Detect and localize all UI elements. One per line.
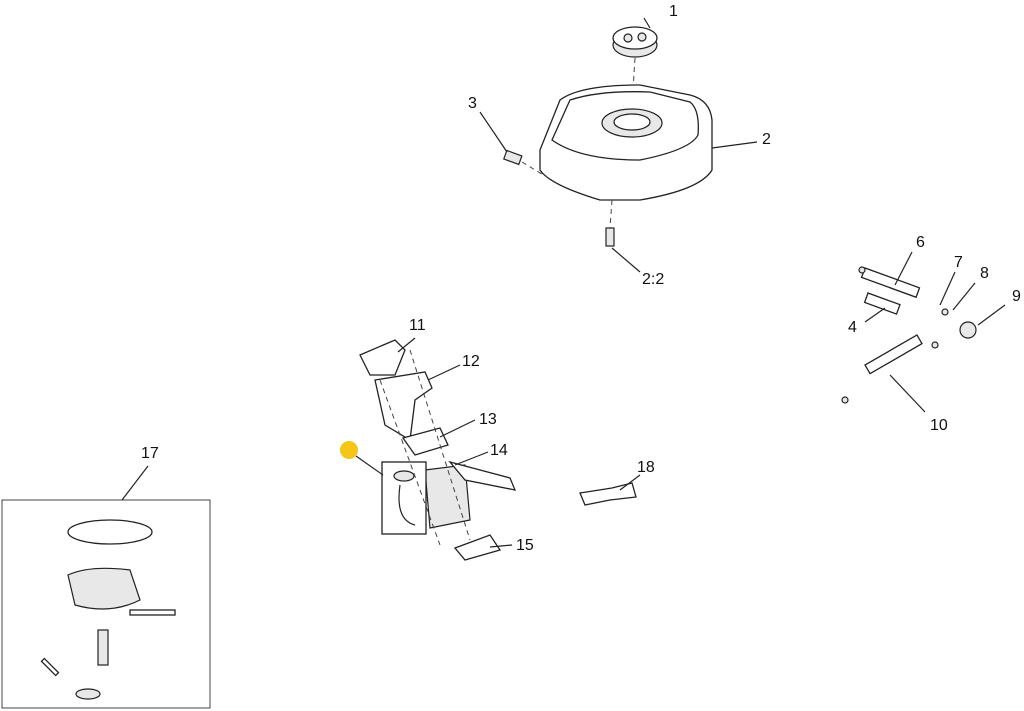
callout-18[interactable]: 18: [637, 459, 655, 476]
carburetor-parts[interactable]: [359, 339, 637, 561]
callout-9[interactable]: 9: [1012, 288, 1021, 305]
callout-8[interactable]: 8: [980, 265, 989, 282]
callout-3[interactable]: 3: [468, 95, 477, 112]
callout-7[interactable]: 7: [954, 254, 963, 271]
callout-1[interactable]: 1: [669, 3, 678, 20]
callout-4[interactable]: 4: [848, 319, 857, 336]
callout-13[interactable]: 13: [479, 411, 497, 428]
fuel-line-parts[interactable]: [841, 266, 977, 404]
screw-part[interactable]: [503, 149, 523, 166]
callout-2[interactable]: 2: [762, 131, 771, 148]
inset-box-17[interactable]: [1, 499, 211, 709]
callout-15[interactable]: 15: [516, 537, 534, 554]
callout-14[interactable]: 14: [490, 442, 508, 459]
callout-17[interactable]: 17: [141, 445, 159, 462]
callout-6[interactable]: 6: [916, 234, 925, 251]
fuel-tank-part[interactable]: [539, 84, 713, 201]
callout-12[interactable]: 12: [462, 353, 480, 370]
hotspot-marker[interactable]: [340, 441, 358, 459]
fuel-valve-part[interactable]: [605, 227, 615, 247]
callout-2-2[interactable]: 2:2: [642, 271, 665, 288]
fuel-cap-part[interactable]: [612, 26, 658, 58]
callout-10[interactable]: 10: [930, 417, 948, 434]
callout-11[interactable]: 11: [409, 317, 426, 334]
